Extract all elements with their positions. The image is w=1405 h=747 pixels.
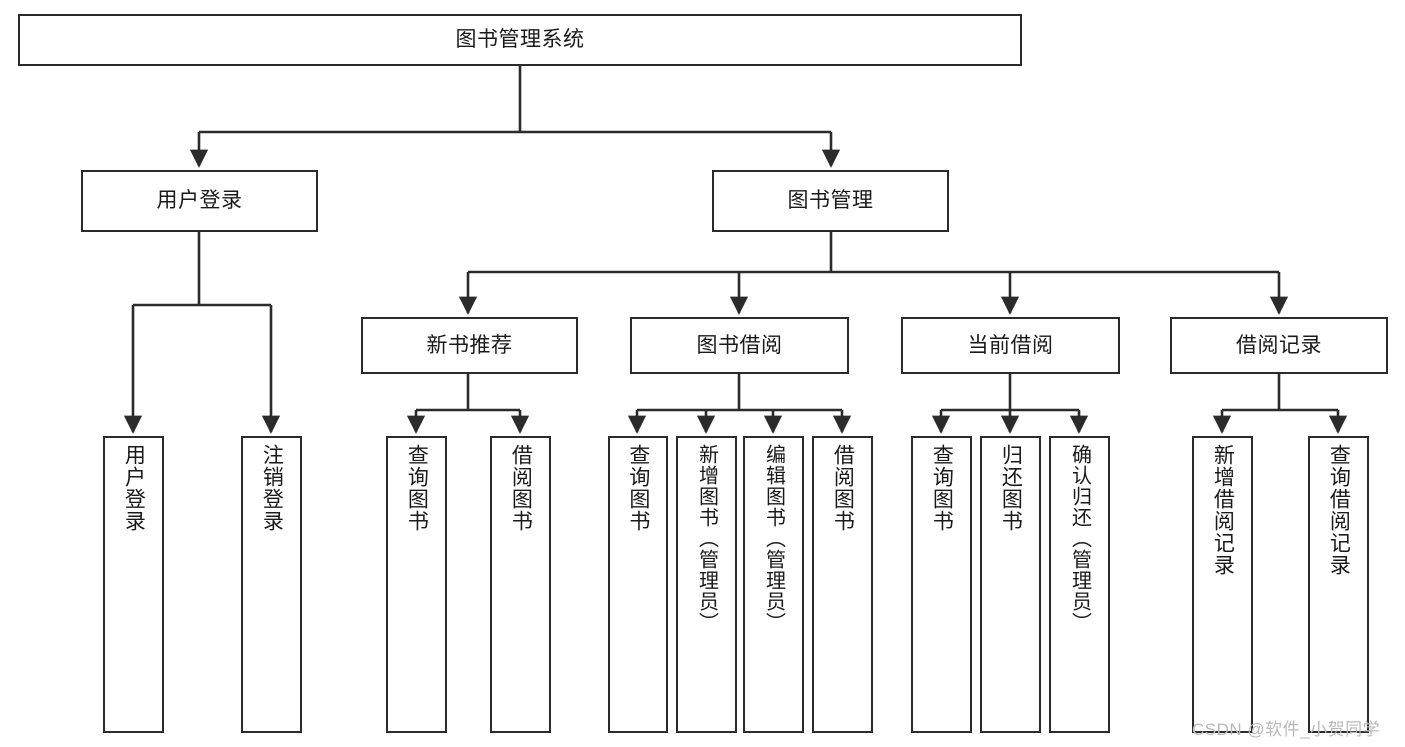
leaf-book-borrow-add-book-admin[interactable]: 新增图书（管理员）: [676, 436, 737, 733]
node-label: 查询图书: [930, 444, 954, 532]
node-label: 用户登录: [122, 444, 146, 532]
node-label: 新增图书（管理员）: [695, 444, 718, 633]
node-book-management[interactable]: 图书管理: [712, 170, 949, 232]
node-label: 当前借阅: [967, 333, 1054, 357]
leaf-book-borrow-borrow-books[interactable]: 借阅图书: [812, 436, 873, 733]
leaf-user-login-sign-in[interactable]: 用户登录: [103, 436, 164, 733]
leaf-current-borrow-confirm-return-admin[interactable]: 确认归还（管理员）: [1049, 436, 1110, 733]
node-label: 借阅记录: [1236, 333, 1322, 357]
leaf-new-book-borrow-books[interactable]: 借阅图书: [490, 436, 551, 733]
node-root-book-management-system[interactable]: 图书管理系统: [18, 14, 1022, 66]
node-user-login[interactable]: 用户登录: [81, 170, 318, 232]
node-label: 查询借阅记录: [1327, 444, 1351, 576]
node-label: 新书推荐: [426, 333, 513, 357]
leaf-borrow-record-add-record[interactable]: 新增借阅记录: [1192, 436, 1253, 733]
node-book-borrowing[interactable]: 图书借阅: [630, 317, 849, 374]
node-label: 注销登录: [260, 444, 284, 532]
node-borrowing-record[interactable]: 借阅记录: [1170, 317, 1388, 374]
leaf-new-book-query-books[interactable]: 查询图书: [386, 436, 447, 733]
node-label: 新增借阅记录: [1211, 444, 1235, 576]
node-label: 借阅图书: [509, 444, 533, 532]
node-label: 查询图书: [626, 444, 650, 532]
node-label: 编辑图书（管理员）: [762, 444, 785, 633]
node-new-book-recommendation[interactable]: 新书推荐: [361, 317, 578, 374]
leaf-current-borrow-query-books[interactable]: 查询图书: [911, 436, 972, 733]
node-current-borrowing[interactable]: 当前借阅: [901, 317, 1120, 374]
node-label: 查询图书: [405, 444, 429, 532]
leaf-current-borrow-return-books[interactable]: 归还图书: [980, 436, 1041, 733]
node-label: 图书管理系统: [455, 28, 585, 52]
node-label: 归还图书: [999, 444, 1023, 532]
leaf-user-login-sign-out[interactable]: 注销登录: [241, 436, 302, 733]
node-label: 借阅图书: [831, 444, 855, 532]
node-label: 用户登录: [156, 189, 243, 213]
node-label: 确认归还（管理员）: [1068, 444, 1091, 633]
leaf-book-borrow-edit-book-admin[interactable]: 编辑图书（管理员）: [743, 436, 804, 733]
leaf-borrow-record-query-record[interactable]: 查询借阅记录: [1308, 436, 1369, 733]
node-label: 图书借阅: [696, 333, 783, 357]
node-label: 图书管理: [787, 189, 874, 213]
leaf-book-borrow-query-books[interactable]: 查询图书: [608, 436, 668, 733]
csdn-watermark: CSDN @软件_小贺同学: [1192, 720, 1381, 739]
